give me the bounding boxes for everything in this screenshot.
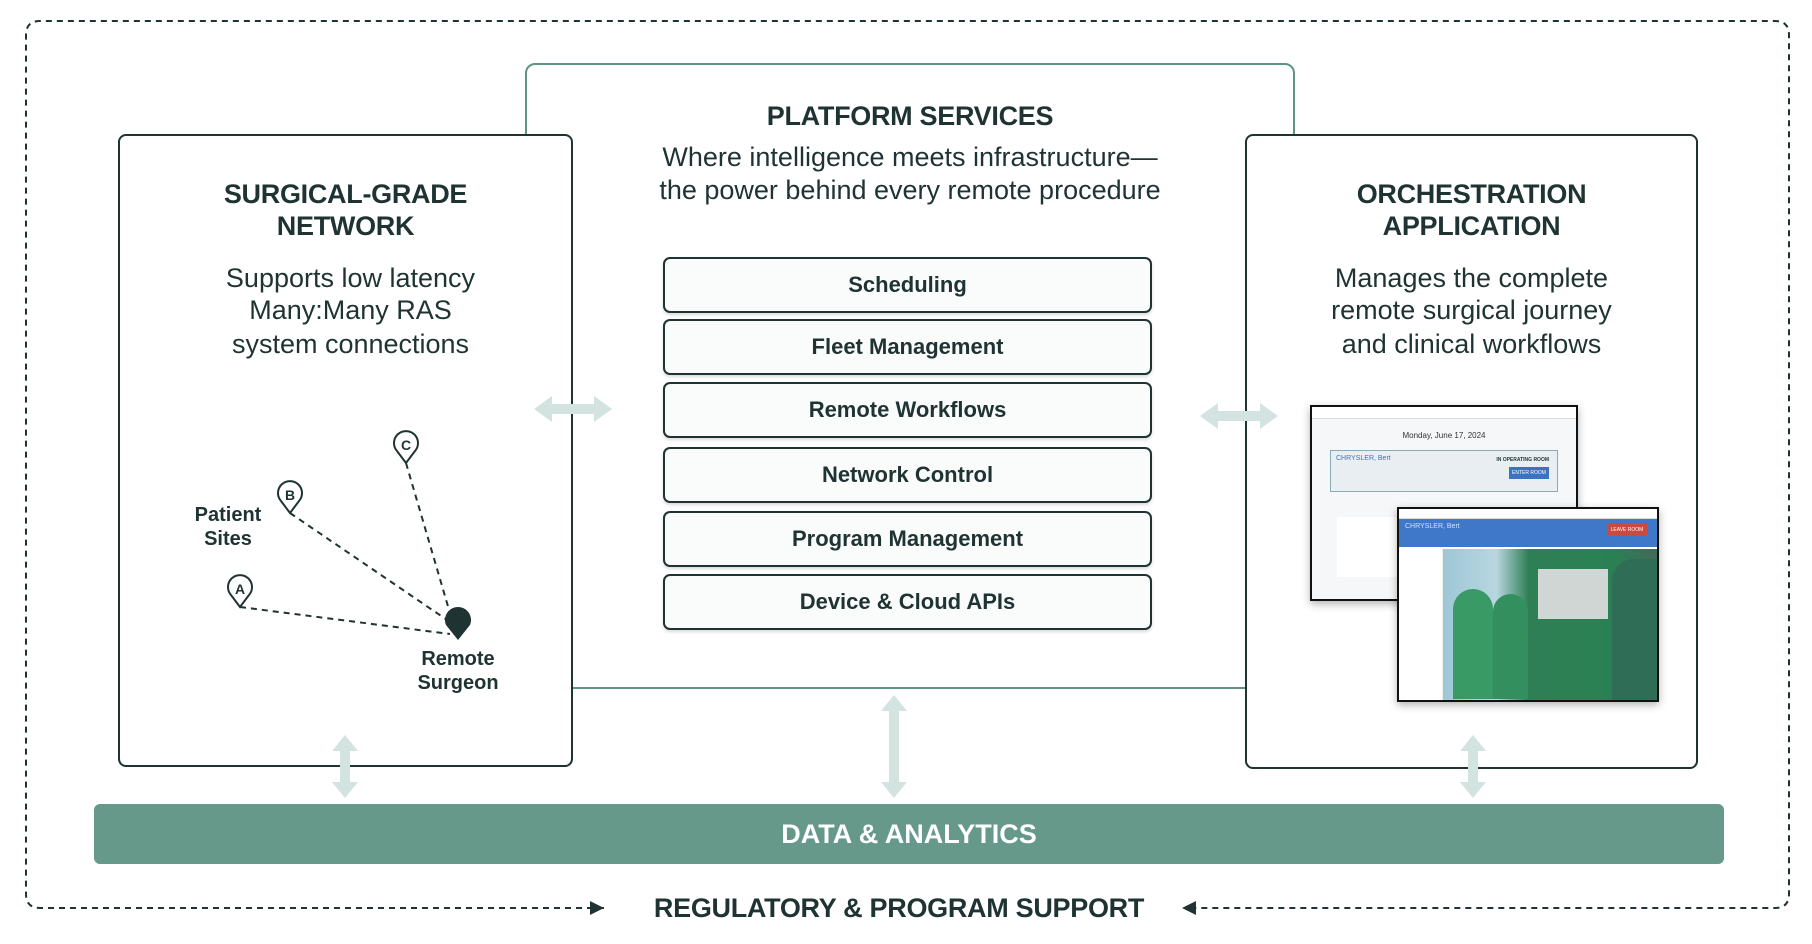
arrow-left-icon [1182, 901, 1196, 915]
surgery-video-image [1443, 549, 1657, 700]
network-title-1: SURGICAL-GRADE [223, 179, 468, 209]
network-subtitle-2: Many:Many RAS [249, 295, 452, 325]
svg-text:C: C [401, 437, 411, 453]
pin-a-icon: A [227, 574, 253, 609]
orchestration-subtitle-1: Manages the complete [1334, 263, 1609, 293]
remote-surgeon-label-2: Surgeon [417, 672, 499, 694]
video-screenshot: CHRYSLER, Bert LEAVE ROOM [1397, 507, 1659, 702]
double-arrow-right-icon [1200, 403, 1278, 429]
service-program-management: Program Management [663, 511, 1152, 567]
network-title-2: NETWORK [276, 211, 415, 241]
pin-c-icon: C [393, 430, 419, 465]
data-analytics-bar: DATA & ANALYTICS [94, 804, 1724, 864]
network-subtitle-1: Supports low latency [225, 263, 476, 293]
vertical-arrow-center-icon [881, 695, 907, 798]
surgeon-pin-icon [445, 607, 471, 640]
service-network-control: Network Control [663, 447, 1152, 503]
network-subtitle-3: system connections [231, 329, 470, 359]
vertical-arrow-right-icon [1460, 735, 1486, 798]
orchestration-title-2: APPLICATION [1382, 211, 1561, 241]
svg-text:B: B [285, 487, 295, 503]
surgical-network-panel [118, 134, 573, 767]
mockup-enter-button: ENTER ROOM [1509, 467, 1549, 479]
regulatory-label: REGULATORY & PROGRAM SUPPORT [653, 893, 1145, 923]
platform-subtitle-2: the power behind every remote procedure [659, 175, 1161, 205]
service-scheduling: Scheduling [663, 257, 1152, 313]
platform-subtitle-1: Where intelligence meets infrastructure— [662, 142, 1158, 172]
patient-sites-label-2: Sites [204, 528, 252, 550]
svg-text:A: A [235, 581, 245, 597]
mockup-leave-button: LEAVE ROOM [1607, 524, 1647, 536]
remote-surgeon-label-1: Remote [421, 648, 495, 670]
patient-sites-label-1: Patient [194, 504, 262, 526]
platform-title: PLATFORM SERVICES [766, 101, 1054, 131]
orchestration-title-1: ORCHESTRATION [1356, 179, 1587, 209]
double-arrow-left-icon [534, 396, 612, 422]
arrow-right-icon [590, 901, 604, 915]
mockup-status: IN OPERATING ROOM [1496, 457, 1549, 463]
vertical-arrow-left-icon [332, 735, 358, 798]
mockup-date: Monday, June 17, 2024 [1402, 431, 1486, 440]
pin-b-icon: B [277, 480, 303, 515]
service-fleet-management: Fleet Management [663, 319, 1152, 375]
orchestration-subtitle-2: remote surgical journey [1331, 295, 1612, 325]
mockup-patient: CHRYSLER, Bert [1336, 455, 1391, 462]
service-remote-workflows: Remote Workflows [663, 382, 1152, 438]
service-device-cloud-apis: Device & Cloud APIs [663, 574, 1152, 630]
orchestration-subtitle-3: and clinical workflows [1341, 329, 1602, 359]
